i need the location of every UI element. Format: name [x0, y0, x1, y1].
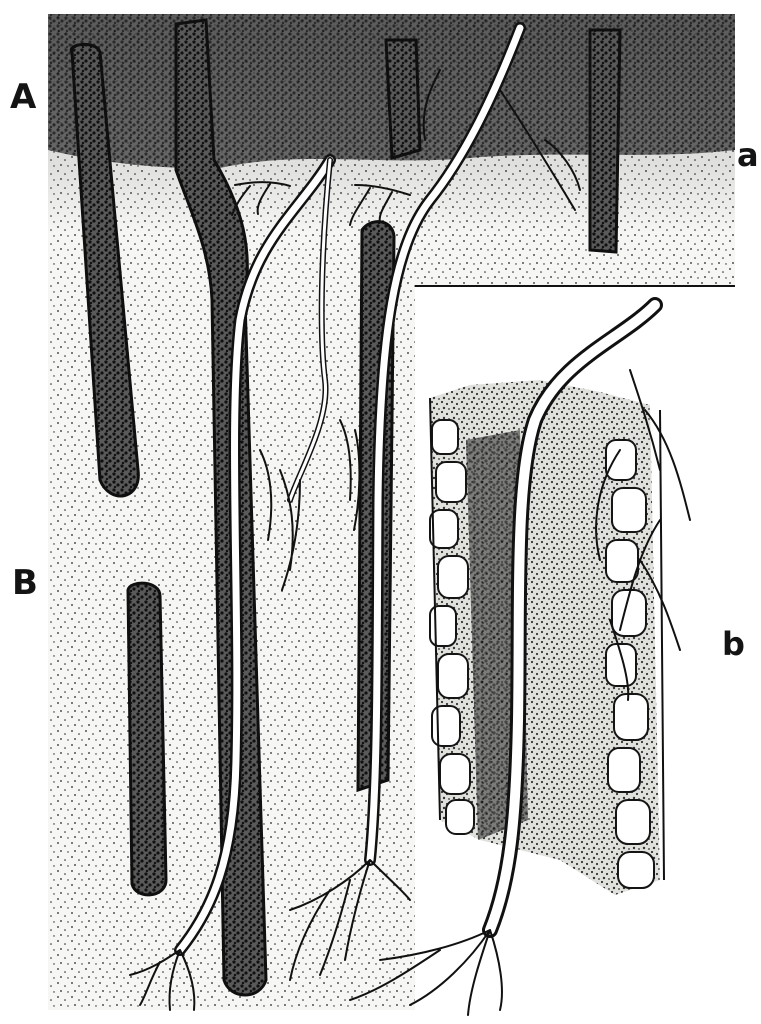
burrow-2: [128, 583, 166, 895]
burrow-3: [386, 40, 420, 158]
label-detail-b: b: [722, 628, 745, 660]
burrow-4: [590, 30, 620, 252]
label-detail-a: a: [737, 139, 759, 171]
label-horizon-A: A: [10, 80, 36, 114]
label-horizon-B: B: [12, 566, 38, 600]
